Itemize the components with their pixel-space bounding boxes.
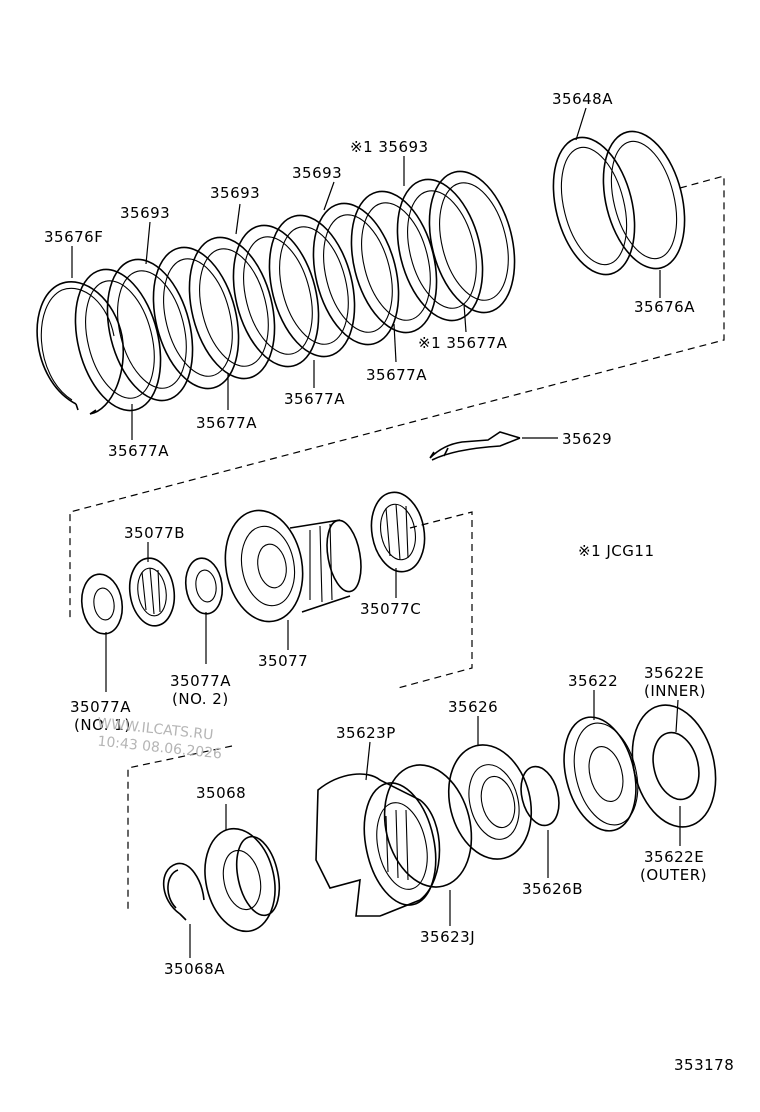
- dashed-boundary-lower: [127, 745, 233, 912]
- race-35077A-no1: [80, 573, 124, 635]
- label-35077A-no2: 35077A: [170, 672, 231, 690]
- gear-35077: [224, 509, 362, 623]
- snap-ring-inner-edge: [40, 287, 115, 401]
- clutch-plate-inner: [163, 258, 233, 377]
- label-35077A-no1-sub: (NO. 1): [74, 716, 131, 734]
- clutch-plate-inner: [361, 202, 431, 321]
- clutch-plate-outer: [188, 236, 276, 380]
- label-35693-c: 35693: [292, 164, 342, 182]
- label-35676F: 35676F: [44, 228, 103, 246]
- label-35623J: 35623J: [420, 928, 475, 946]
- leader-lines-upper: [71, 107, 661, 440]
- label-35626B: 35626B: [522, 880, 583, 898]
- clutch-plate-outer: [152, 246, 240, 390]
- oneway-clutch-35068: [204, 827, 281, 933]
- clutch-plate-outer: [232, 224, 320, 368]
- label-35622E-inner-sub: (INNER): [644, 682, 706, 700]
- figure-number: 353178: [674, 1056, 734, 1074]
- label-35677A-c: 35677A: [284, 390, 345, 408]
- label-35068: 35068: [196, 784, 246, 802]
- seal-35623J: [383, 764, 473, 888]
- bearing-35077B: [128, 557, 176, 627]
- label-35077A-no2-sub: (NO. 2): [172, 690, 229, 708]
- dashed-boundary-middle: [397, 511, 473, 689]
- label-35622E-inner: 35622E: [644, 664, 704, 682]
- label-35648A: 35648A: [552, 90, 613, 108]
- clutch-plate-inner: [439, 182, 509, 301]
- watermark: WWW.ILCATS.RU 10:43 08.06.2026: [97, 715, 223, 762]
- clutch-plate-inner: [117, 270, 187, 389]
- lower-group: [127, 690, 717, 958]
- label-35677A-a: 35677A: [108, 442, 169, 460]
- race-35077A-no2: [184, 557, 224, 615]
- clutch-plate-inner: [323, 214, 393, 333]
- label-35626: 35626: [448, 698, 498, 716]
- middle-group: [80, 491, 473, 692]
- clutch-plate-inner: [279, 226, 349, 345]
- clutch-plate-outer: [106, 258, 194, 402]
- label-35622E-outer: 35622E: [644, 848, 704, 866]
- seal-35622E-inner: [652, 731, 700, 801]
- clutch-plate-outer: [74, 268, 162, 412]
- label-35077A-no1: 35077A: [70, 698, 131, 716]
- clutch-plate-outer: [428, 170, 516, 314]
- drum-35623P: [315, 773, 441, 917]
- clutch-plates: [74, 170, 516, 412]
- seal-35626B: [520, 765, 560, 827]
- clutch-plate-outer: [268, 214, 356, 358]
- label-35677A-note: ※1 35677A: [418, 334, 508, 352]
- snap-ring-35068A: [162, 862, 205, 921]
- dashed-boundary-upper: [69, 175, 725, 622]
- clutch-plate-inner: [85, 280, 155, 399]
- clutch-plate-inner: [407, 190, 477, 309]
- label-35068A: 35068A: [164, 960, 225, 978]
- label-35077B: 35077B: [124, 524, 185, 542]
- label-35693-b: 35693: [210, 184, 260, 202]
- label-35677A-b: 35677A: [196, 414, 257, 432]
- clutch-plate-inner: [199, 248, 269, 367]
- label-35693-note: ※1 35693: [350, 138, 429, 156]
- label-35693-a: 35693: [120, 204, 170, 222]
- part-labels: 35648A ※1 35693 35693 35693 35693 35676F…: [44, 90, 734, 1074]
- clutch-plate-inner: [243, 236, 313, 355]
- label-35077C: 35077C: [360, 600, 421, 618]
- label-35077: 35077: [258, 652, 308, 670]
- retainer-35622: [563, 716, 639, 832]
- clutch-pack-group: [36, 130, 725, 622]
- label-jcg11-note: ※1 JCG11: [578, 542, 655, 560]
- clutch-plate-outer: [396, 178, 484, 322]
- label-35623P: 35623P: [336, 724, 396, 742]
- clutch-plate-outer: [312, 202, 400, 346]
- label-35676A: 35676A: [634, 298, 695, 316]
- label-35629: 35629: [562, 430, 612, 448]
- piston-35626: [447, 744, 533, 860]
- spring-clip-35629: [429, 431, 521, 461]
- snap-ring-35676F: [36, 281, 124, 415]
- label-35622E-outer-sub: (OUTER): [640, 866, 707, 884]
- seal-35622E-outer: [631, 704, 717, 828]
- bearing-35077C: [370, 491, 426, 573]
- label-35677A-d: 35677A: [366, 366, 427, 384]
- label-35622: 35622: [568, 672, 618, 690]
- flange-35648A: [552, 130, 686, 276]
